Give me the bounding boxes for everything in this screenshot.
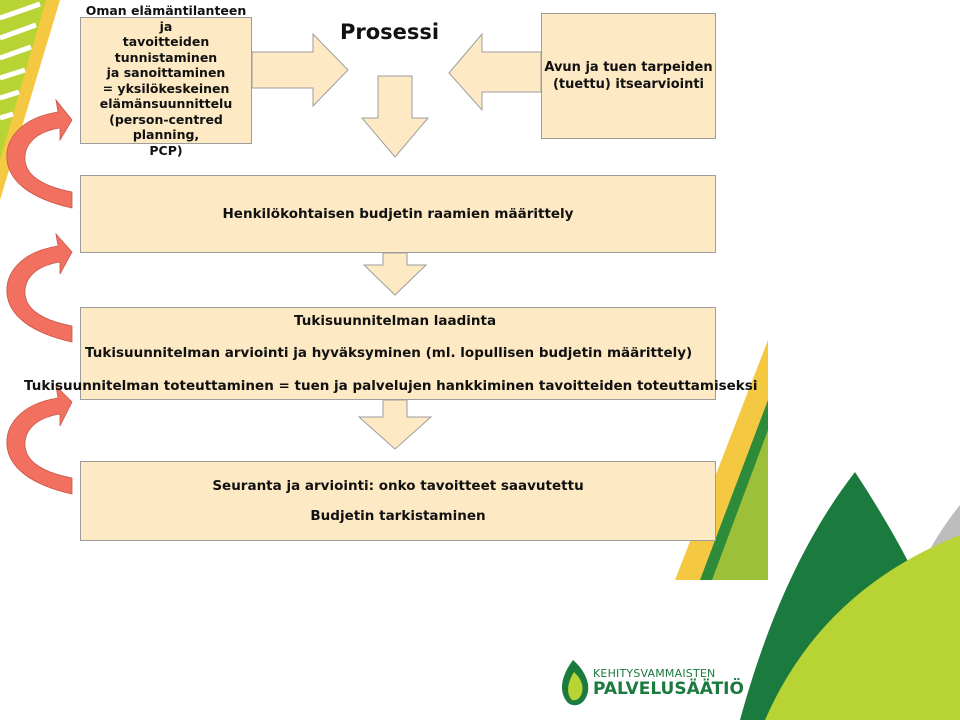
box5-line-1: Seuranta ja arviointi: onko tavoitteet s… (212, 478, 584, 494)
arrow-left (448, 32, 542, 112)
arrow-right (251, 32, 349, 108)
box1-line: elämänsuunnittelu (99, 96, 233, 111)
step-implementation: Tukisuunnitelman toteuttaminen = tuen ja… (24, 378, 758, 394)
arrow-down-1 (360, 75, 430, 158)
box1-line: ja sanoittaminen (106, 65, 226, 80)
arrow-down-2 (362, 252, 428, 296)
diagram-title: Prosessi (340, 20, 440, 44)
box1-line: = yksilökeskeinen (102, 80, 230, 96)
box1-line: Oman elämäntilanteen ja (85, 3, 247, 34)
box1-line: tavoitteiden tunnistaminen (114, 34, 218, 65)
box2-line: Avun ja tuen tarpeiden (544, 60, 713, 75)
box-support-plan (80, 307, 716, 400)
logo-line-2: PALVELUSÄÄTIÖ (593, 679, 744, 699)
box1-line: (person-centred planning, (109, 111, 223, 143)
step-evaluation: Tukisuunnitelman arviointi ja hyväksymin… (85, 345, 693, 361)
arrow-down-3 (357, 399, 433, 450)
logo-text: KEHITYSVAMMAISTEN PALVELUSÄÄTIÖ (593, 668, 744, 698)
box5-line-2: Budjetin tarkistaminen (310, 508, 486, 524)
feedback-arrow-2 (6, 232, 73, 343)
feedback-arrow-3 (6, 384, 73, 495)
box3-text: Henkilökohtaisen budjetin raamien määrit… (222, 206, 574, 222)
box2-line: (tuettu) itsearviointi (552, 77, 705, 92)
flow-arrows (251, 32, 542, 450)
box-life-situation: Oman elämäntilanteen ja tavoitteiden tun… (80, 3, 252, 158)
logo-line-1: KEHITYSVAMMAISTEN (593, 667, 716, 680)
box-monitoring: Seuranta ja arviointi: onko tavoitteet s… (80, 461, 716, 541)
step-support-plan: Tukisuunnitelman laadinta (294, 313, 497, 329)
left-stripe-decoration (0, 0, 60, 200)
box1-line: PCP) (149, 142, 183, 158)
feedback-arrows (6, 98, 73, 495)
leaf-decoration (740, 472, 960, 720)
box-budget-framework: Henkilökohtaisen budjetin raamien määrit… (80, 175, 716, 253)
logo-mark (561, 660, 589, 706)
feedback-arrow-1 (6, 98, 73, 209)
box-self-assessment: Avun ja tuen tarpeiden (tuettu) itsearvi… (541, 13, 716, 139)
